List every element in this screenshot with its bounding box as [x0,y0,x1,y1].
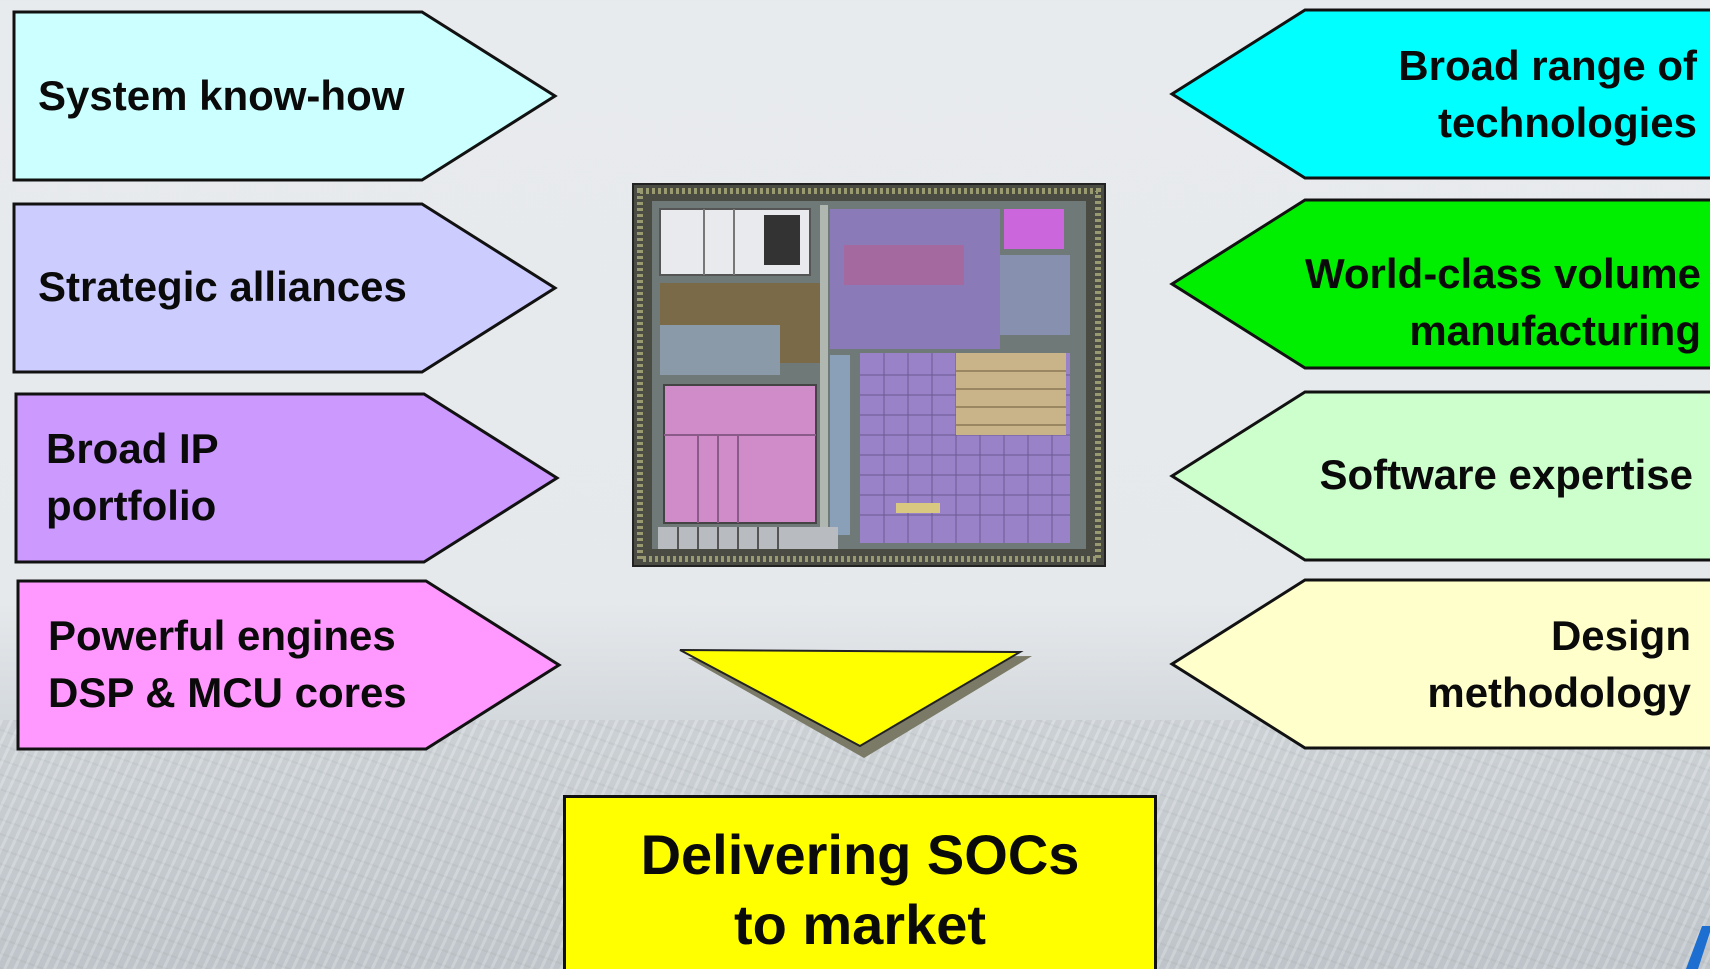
label-line: Software expertise [1319,451,1694,498]
label-line: Broad IP [46,425,219,472]
left-arrow-broad-ip-portfolio: Broad IP portfolio [14,392,560,564]
right-arrow-software-expertise: Software expertise [1169,390,1710,562]
label-line: System know-how [38,72,405,119]
label-line: Design [1550,612,1691,659]
label-line: methodology [1427,669,1691,716]
label-line: manufacturing [1409,307,1701,354]
label-line: DSP & MCU cores [48,669,407,716]
result-line: Delivering SOCs [640,823,1080,886]
label-line: portfolio [46,482,217,529]
right-arrow-broad-range-of-technologies: Broad range of technologies [1169,8,1710,180]
label-line: Broad range of [1398,42,1697,89]
left-arrow-strategic-alliances: Strategic alliances [12,202,558,374]
result-box-delivering-socs: Delivering SOCs to market [563,795,1157,969]
logo-mark-icon [1686,926,1710,969]
label-line: technologies [1437,99,1697,146]
right-arrow-world-class-manufacturing: World-class volume manufacturing [1169,198,1710,370]
right-arrow-design-methodology: Design methodology [1169,578,1710,750]
left-arrow-powerful-engines: Powerful engines DSP & MCU cores [16,579,562,751]
result-line: to market [733,893,987,956]
label-line: World-class volume [1304,250,1701,297]
label-line: Powerful engines [48,612,396,659]
left-arrow-system-know-how: System know-how [12,10,558,182]
label-line: Strategic alliances [38,263,407,310]
chip-die-image [632,183,1106,567]
down-arrow-icon [679,649,1032,758]
